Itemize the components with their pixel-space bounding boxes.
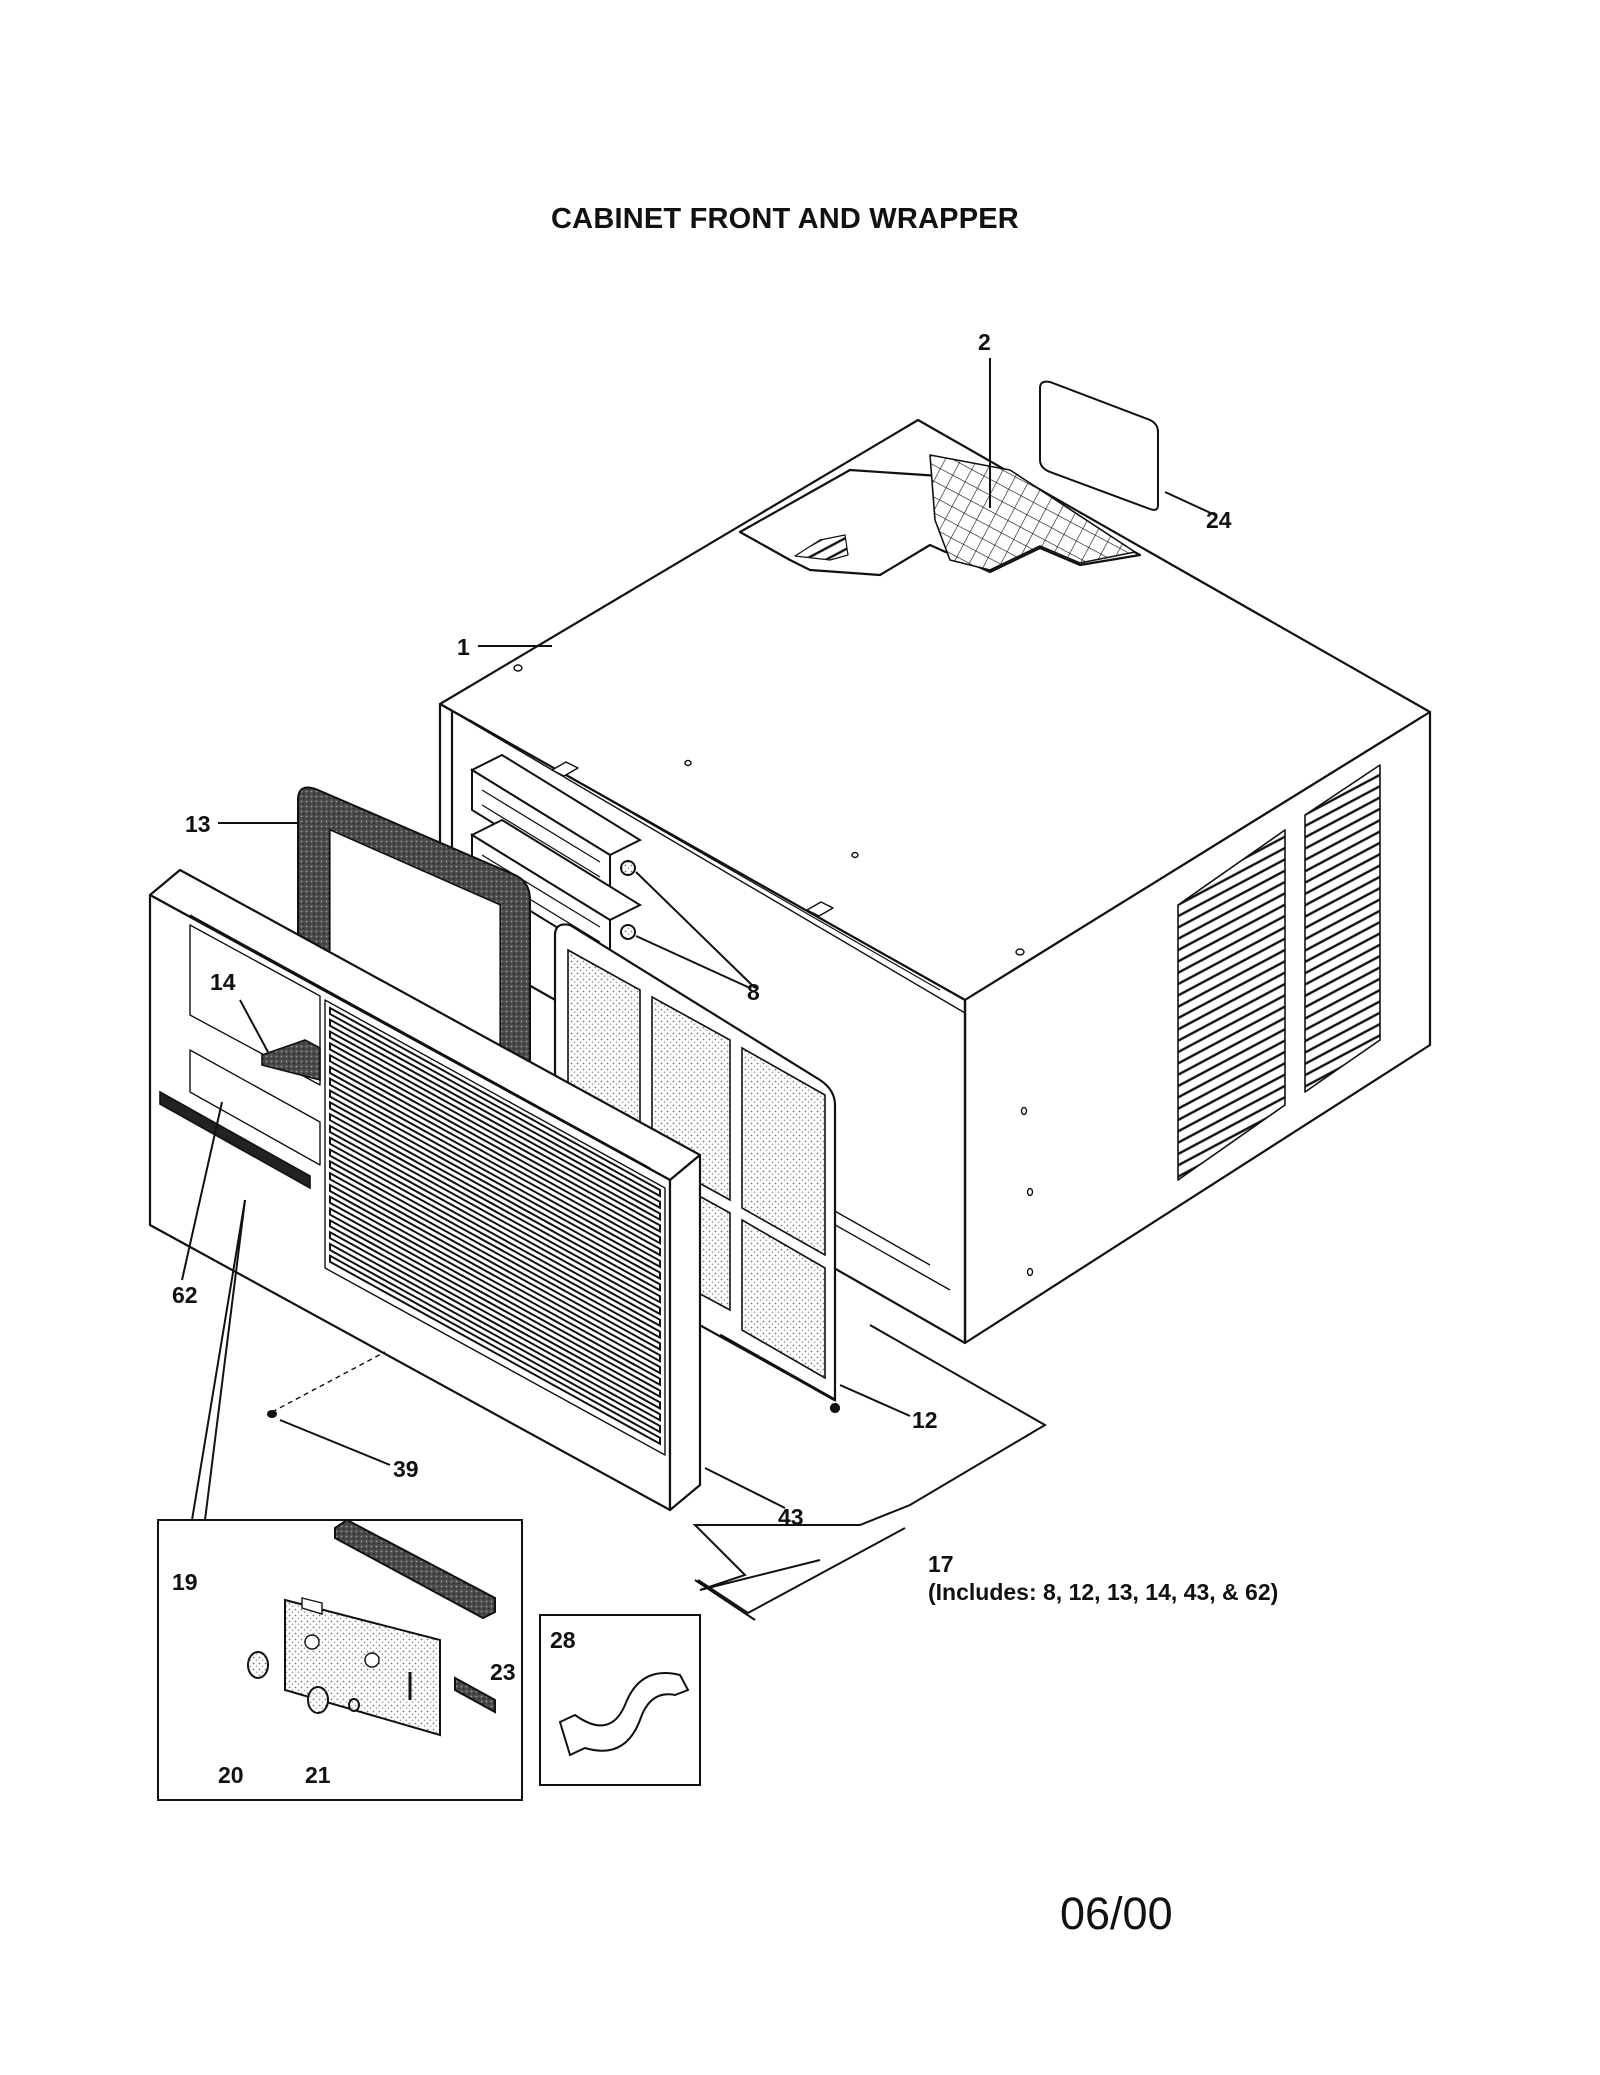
callout-12: 12 [912,1407,938,1433]
callout-62: 62 [172,1282,198,1308]
callout-24: 24 [1206,507,1232,533]
screw [267,1351,386,1418]
callout-43: 43 [778,1504,804,1530]
bracket-inset [539,1614,701,1786]
grille-bar [329,1112,661,1304]
grille-bar [329,1053,661,1245]
callout-8: 8 [747,979,760,1005]
mounting-bracket [558,1672,690,1757]
callout-20: 20 [218,1762,244,1788]
grille-bar [329,1065,661,1257]
grille-bar [329,1088,661,1281]
grille-bar [329,1041,661,1234]
grille-bar [329,1242,661,1434]
callout-1: 1 [457,634,470,660]
control-knob [247,1651,269,1679]
grille-bar [329,1171,661,1363]
date-code: 06/00 [1060,1888,1173,1939]
side-louvre-rear [1304,764,1381,1093]
callout-28: 28 [550,1627,576,1653]
callout-19: 19 [172,1569,198,1595]
nameplate-label-24 [1039,380,1159,511]
grille-bar [329,1206,661,1399]
callout-14: 14 [210,969,236,995]
callout-13: 13 [185,811,211,837]
top-mesh-screen [929,454,1136,571]
grille-bar [329,1218,661,1411]
grille-bar [329,1124,661,1316]
kit-outline [692,1324,1047,1621]
kit-includes-note: (Includes: 8, 12, 13, 14, 43, & 62) [928,1579,1278,1605]
control-knob [307,1686,329,1714]
air-deflectors [469,753,643,962]
diagram-title: CABINET FRONT AND WRAPPER [551,203,1019,235]
cabinet-wrapper [438,418,1432,1345]
knob-spring [348,1698,360,1712]
grille-bar [329,1136,661,1328]
callout-23: 23 [490,1659,516,1685]
side-louvre-front [1177,829,1286,1181]
control-panel-inset [157,1518,523,1801]
grille-bar [329,1230,661,1422]
grille-bar [329,1006,661,1198]
grille-bar [329,1159,661,1352]
callout-21: 21 [305,1762,331,1788]
grille-bars [329,1006,661,1446]
grille-bar [329,1029,661,1222]
grille-bar [329,1195,661,1387]
grille-bar [329,1100,661,1293]
callout-2: 2 [978,329,991,355]
grille-bar [329,1018,661,1210]
callout-17: 17 [928,1551,954,1577]
foam-strip-upper [334,1518,496,1620]
foam-strip-lower [454,1676,496,1714]
seal-strip [159,1090,311,1190]
insulation-pad [261,1039,321,1082]
grille-bar [329,1077,661,1269]
callout-39: 39 [393,1456,419,1482]
grille-bar [329,1147,661,1340]
grille-bar [329,1254,661,1446]
grille-bar [329,1183,661,1375]
